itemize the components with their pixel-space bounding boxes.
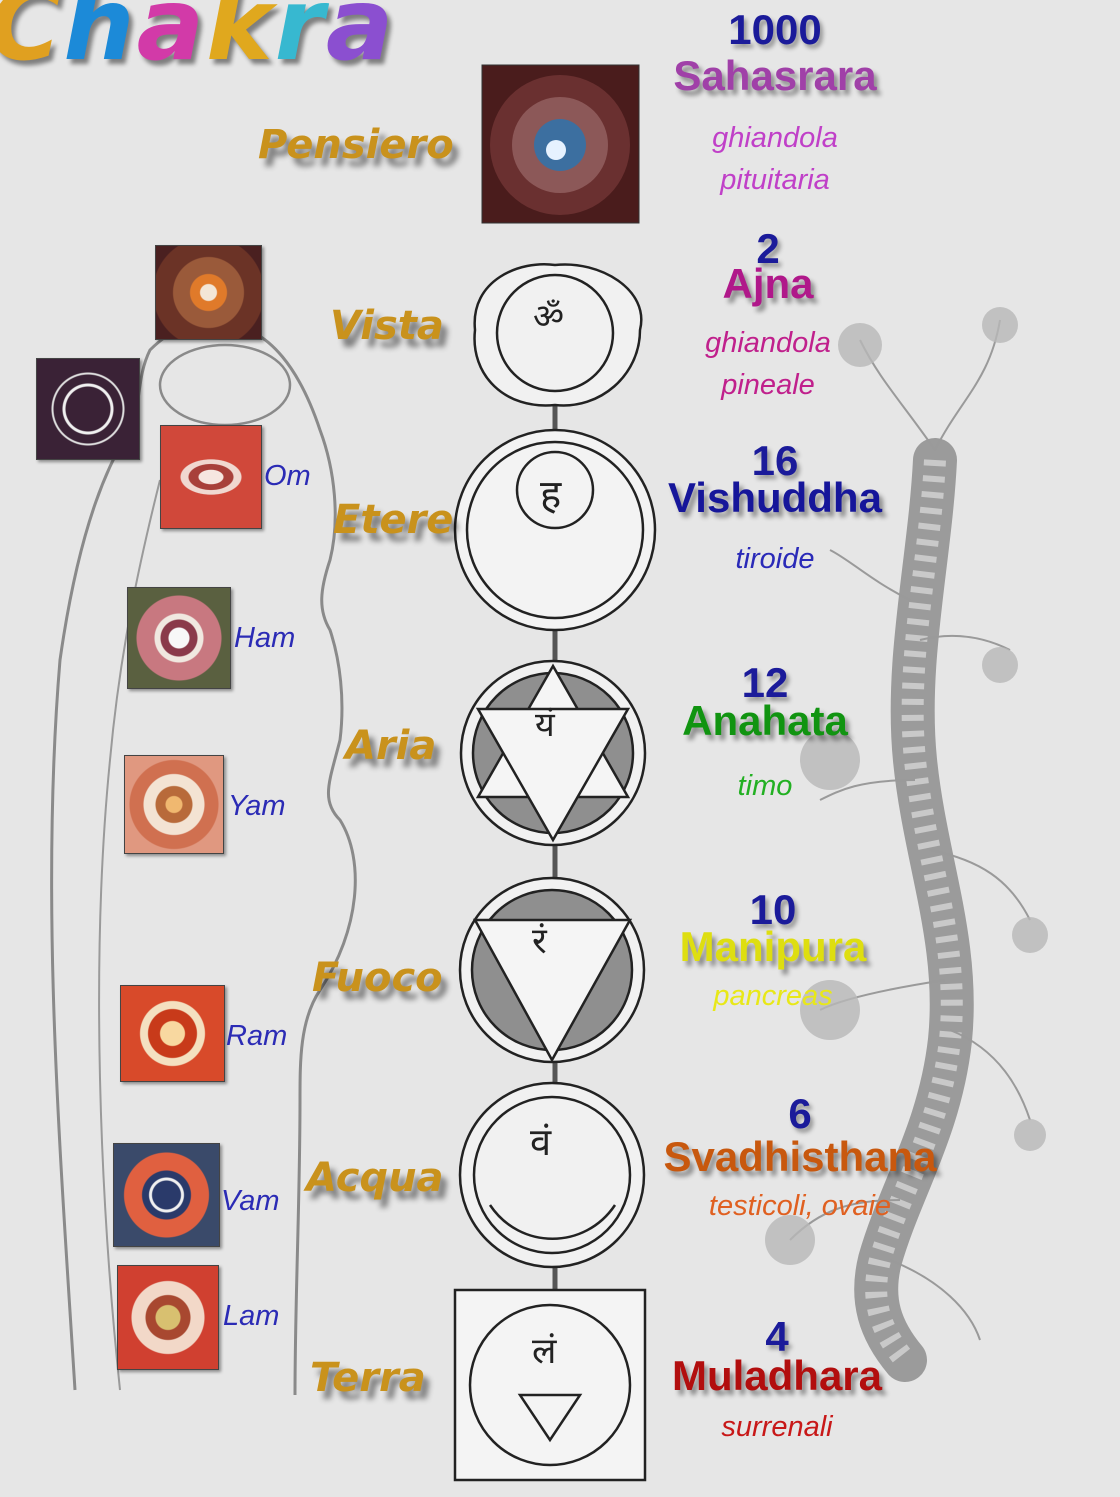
mantra-lam: Lam — [223, 1300, 279, 1333]
chakra-gland-line: pineale — [618, 364, 918, 406]
head-outline — [160, 345, 290, 425]
chakra-gland: pancreas — [623, 975, 923, 1017]
chakra-gland-line: timo — [615, 765, 915, 807]
page-title: Chakra — [0, 0, 395, 83]
chakra-name: Svadhisthana — [640, 1133, 960, 1181]
chakra-gland: tiroide — [625, 538, 925, 580]
mantra-om: Om — [264, 460, 311, 493]
element-label-pensiero: Pensiero — [258, 122, 454, 168]
chakra-gland-line: pituitaria — [625, 159, 925, 201]
chakra-gland: testicoli, ovaie — [650, 1185, 950, 1227]
chakra-name: Ajna — [608, 260, 928, 308]
yam-syllable: यं — [535, 700, 555, 746]
ram-syllable: रं — [532, 915, 547, 964]
chakra-gland-line: testicoli, ovaie — [650, 1185, 950, 1227]
element-label-aria: Aria — [345, 723, 436, 769]
chakra-gland-line: ghiandola — [625, 117, 925, 159]
element-label-acqua: Acqua — [306, 1155, 444, 1201]
chakra-name: Manipura — [613, 923, 933, 971]
two-petal-icon — [160, 425, 262, 529]
title-letter: h — [63, 0, 136, 83]
chakra-gland-line: ghiandola — [618, 322, 918, 364]
mantra-ham: Ham — [234, 622, 295, 655]
chakra-gland-line: pancreas — [623, 975, 923, 1017]
chakra-name: Anahata — [605, 697, 925, 745]
crescent-lotus-icon — [113, 1143, 220, 1247]
title-letter: r — [275, 0, 326, 83]
chakra-petal-count: 6 — [740, 1090, 860, 1138]
triangle-lotus-icon — [120, 985, 225, 1082]
chakra-gland: surrenali — [627, 1406, 927, 1448]
square-lotus-icon — [117, 1265, 219, 1370]
crescent-moon-icon — [36, 358, 140, 460]
ham-syllable: ह — [540, 465, 561, 520]
lam-syllable: लं — [532, 1325, 556, 1374]
chakra-name: Muladhara — [617, 1352, 937, 1400]
chakra-petal-count: 1000 — [715, 6, 835, 54]
chakra-gland-line: tiroide — [625, 538, 925, 580]
chakra-gland-line: surrenali — [627, 1406, 927, 1448]
chakra-name: Vishuddha — [615, 474, 935, 522]
title-letter: C — [0, 0, 63, 83]
mantra-ram: Ram — [226, 1020, 287, 1053]
element-label-etere: Etere — [333, 497, 453, 543]
vishuddha-diagram — [455, 430, 655, 630]
element-label-vista: Vista — [330, 303, 444, 349]
title-letter: a — [326, 0, 395, 83]
element-label-terra: Terra — [310, 1355, 426, 1401]
chakra-gland: timo — [615, 765, 915, 807]
anahata-diagram — [461, 661, 645, 845]
mantra-vam: Vam — [221, 1185, 280, 1218]
chakra-name: Sahasrara — [615, 52, 935, 100]
six-point-star-icon — [124, 755, 224, 854]
title-letter: a — [137, 0, 206, 83]
element-label-fuoco: Fuoco — [312, 955, 443, 1001]
mantra-yam: Yam — [228, 790, 285, 823]
om-syllable: ॐ — [533, 292, 564, 338]
svadhisthana-diagram — [460, 1083, 644, 1267]
vam-syllable: वं — [530, 1115, 551, 1167]
thousand-petal-icon — [155, 245, 262, 340]
title-letter: k — [206, 0, 275, 83]
page-title-text: Chakra — [0, 0, 395, 83]
sixteen-petal-icon — [127, 587, 231, 689]
